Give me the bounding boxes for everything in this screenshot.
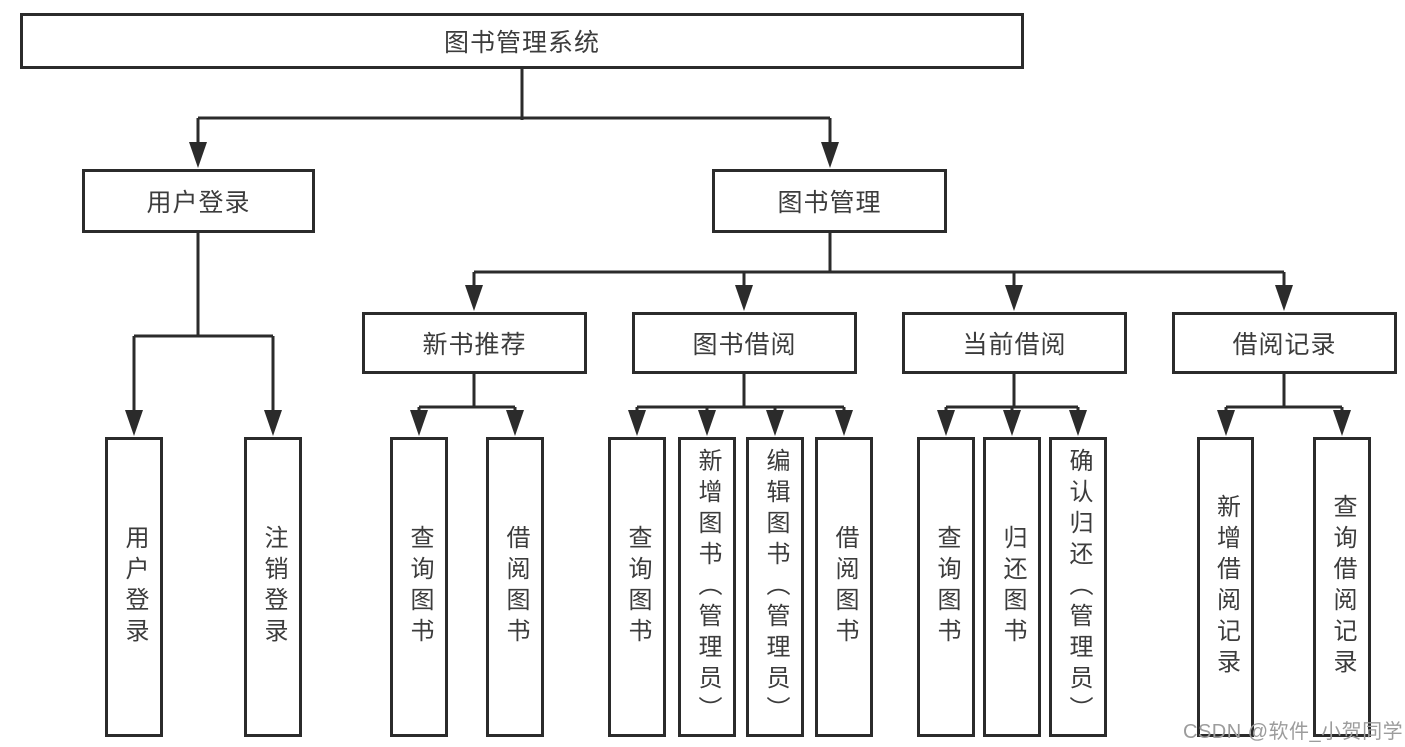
node-new-book-recommend: 新书推荐 bbox=[362, 312, 587, 374]
node-confirm-return-admin: 确认归还（管理员） bbox=[1049, 437, 1107, 737]
node-label: 归还图书 bbox=[999, 525, 1026, 649]
node-user-login: 用户登录 bbox=[82, 169, 315, 233]
node-borrow-books-recommend: 借阅图书 bbox=[486, 437, 544, 737]
node-label: 注销登录 bbox=[260, 525, 287, 649]
node-current-borrow: 当前借阅 bbox=[902, 312, 1127, 374]
node-label: 查询图书 bbox=[933, 525, 960, 649]
node-label: 图书管理系统 bbox=[443, 29, 600, 57]
node-label: 借阅图书 bbox=[831, 525, 858, 649]
node-add-borrow-record: 新增借阅记录 bbox=[1197, 437, 1254, 737]
node-borrow-records: 借阅记录 bbox=[1172, 312, 1397, 374]
node-label: 查询图书 bbox=[406, 525, 433, 649]
node-query-books-recommend: 查询图书 bbox=[390, 437, 448, 737]
node-label: 图书借阅 bbox=[692, 331, 797, 359]
node-edit-book-admin: 编辑图书（管理员） bbox=[746, 437, 804, 737]
node-query-books-current: 查询图书 bbox=[917, 437, 975, 737]
node-logout: 注销登录 bbox=[244, 437, 302, 737]
node-return-book: 归还图书 bbox=[983, 437, 1041, 737]
node-label: 用户登录 bbox=[146, 189, 251, 217]
node-label: 查询图书 bbox=[624, 525, 651, 649]
node-label: 当前借阅 bbox=[962, 331, 1067, 359]
node-add-book-admin: 新增图书（管理员） bbox=[678, 437, 736, 737]
watermark: CSDN @软件_小贺同学 bbox=[1183, 721, 1404, 743]
node-label: 用户登录 bbox=[121, 525, 148, 649]
node-label: 编辑图书（管理员） bbox=[762, 447, 789, 727]
node-book-borrow: 图书借阅 bbox=[632, 312, 857, 374]
node-borrow-books-leaf: 借阅图书 bbox=[815, 437, 873, 737]
node-query-books-borrow: 查询图书 bbox=[608, 437, 666, 737]
node-query-borrow-record: 查询借阅记录 bbox=[1313, 437, 1371, 737]
node-label: 借阅记录 bbox=[1232, 331, 1337, 359]
node-label: 借阅图书 bbox=[502, 525, 529, 649]
node-label: 新书推荐 bbox=[422, 331, 527, 359]
node-label: 新增借阅记录 bbox=[1212, 494, 1240, 680]
node-book-management: 图书管理 bbox=[712, 169, 947, 233]
node-library-system: 图书管理系统 bbox=[20, 13, 1024, 69]
node-label: 新增图书（管理员） bbox=[694, 447, 721, 727]
node-label: 查询借阅记录 bbox=[1329, 494, 1356, 680]
node-label: 图书管理 bbox=[777, 189, 882, 217]
node-label: 确认归还（管理员） bbox=[1065, 447, 1092, 727]
node-user-login-leaf: 用户登录 bbox=[105, 437, 163, 737]
